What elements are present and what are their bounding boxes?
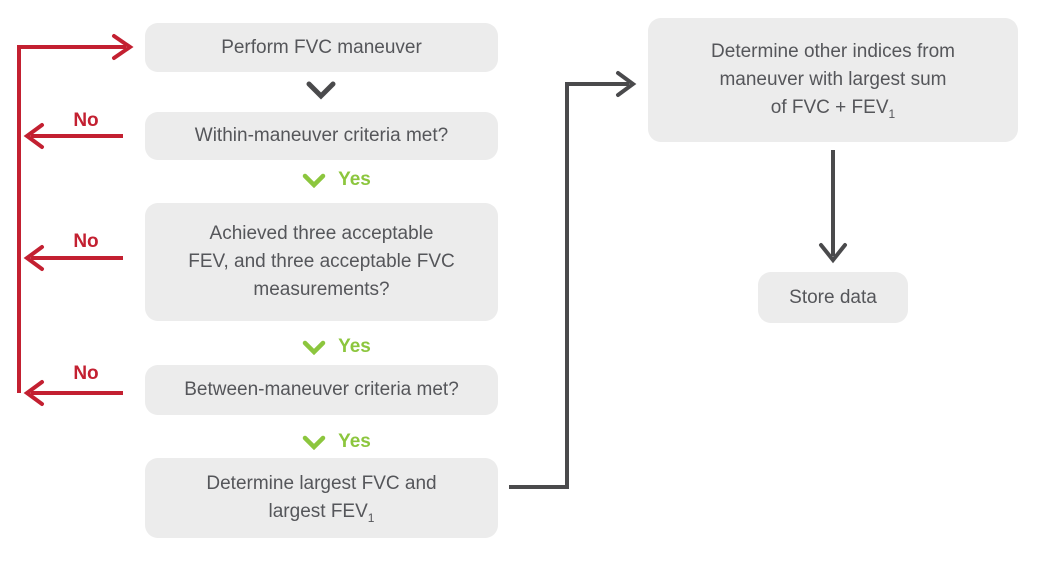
- chevron-down-icon: [302, 173, 326, 188]
- yes-label: Yes: [338, 169, 371, 190]
- no-arrowhead-left-icon: [23, 380, 44, 406]
- chevron-down-icon: [306, 81, 336, 100]
- node-determine-largest: Determine largest FVC and largest FEV1: [145, 458, 498, 538]
- elbow-arrowhead-right-icon: [616, 71, 637, 97]
- node-label: Perform FVC maneuver: [221, 36, 422, 58]
- node-achieved-three-acceptable: Achieved three acceptable FEV, and three…: [145, 203, 498, 321]
- subscript: 1: [367, 510, 375, 525]
- no-label-2: No: [73, 231, 99, 252]
- node-between-maneuver-criteria: Between-maneuver criteria met?: [145, 365, 498, 415]
- node-label: Within-maneuver criteria met?: [194, 125, 449, 146]
- node-label: Between-maneuver criteria met?: [184, 379, 459, 400]
- node-label-line: FEV, and three acceptable FVC: [188, 251, 455, 272]
- no-arrowhead-left-icon: [23, 123, 44, 149]
- yes-label: Yes: [338, 336, 371, 357]
- node-label: Store data: [789, 286, 877, 308]
- node-label-line: Determine other indices from: [711, 41, 955, 62]
- loop-line: [17, 45, 126, 393]
- elbow-connector: [509, 82, 629, 489]
- chevron-down-icon: [302, 435, 326, 450]
- subscript: 1: [888, 106, 896, 121]
- store-arrowhead-down-icon: [819, 243, 847, 264]
- yes-label: Yes: [338, 431, 371, 452]
- node-label-line: maneuver with largest sum: [719, 69, 947, 90]
- node-label-line: Determine largest FVC and: [206, 473, 437, 494]
- node-label-line: largest FEV1: [268, 501, 375, 525]
- no-label-1: No: [73, 110, 99, 131]
- yes-row-2: Yes: [160, 336, 513, 358]
- no-label-3: No: [73, 363, 99, 384]
- node-label-line: measurements?: [253, 279, 390, 300]
- yes-row-1: Yes: [160, 169, 513, 191]
- loop-arrowhead-right-icon: [112, 34, 134, 60]
- chevron-down-icon: [302, 340, 326, 355]
- node-label-line: Achieved three acceptable: [209, 223, 434, 244]
- node-within-maneuver-criteria: Within-maneuver criteria met?: [145, 112, 498, 160]
- node-store-data: Store data: [758, 272, 908, 323]
- node-determine-other-indices: Determine other indices from maneuver wi…: [648, 18, 1018, 142]
- no-arrowhead-left-icon: [23, 245, 44, 271]
- red-loop-arrows: [17, 34, 134, 406]
- node-label-line: of FVC + FEV1: [770, 97, 896, 121]
- yes-row-3: Yes: [160, 431, 513, 453]
- node-perform-fvc-maneuver: Perform FVC maneuver: [145, 23, 498, 72]
